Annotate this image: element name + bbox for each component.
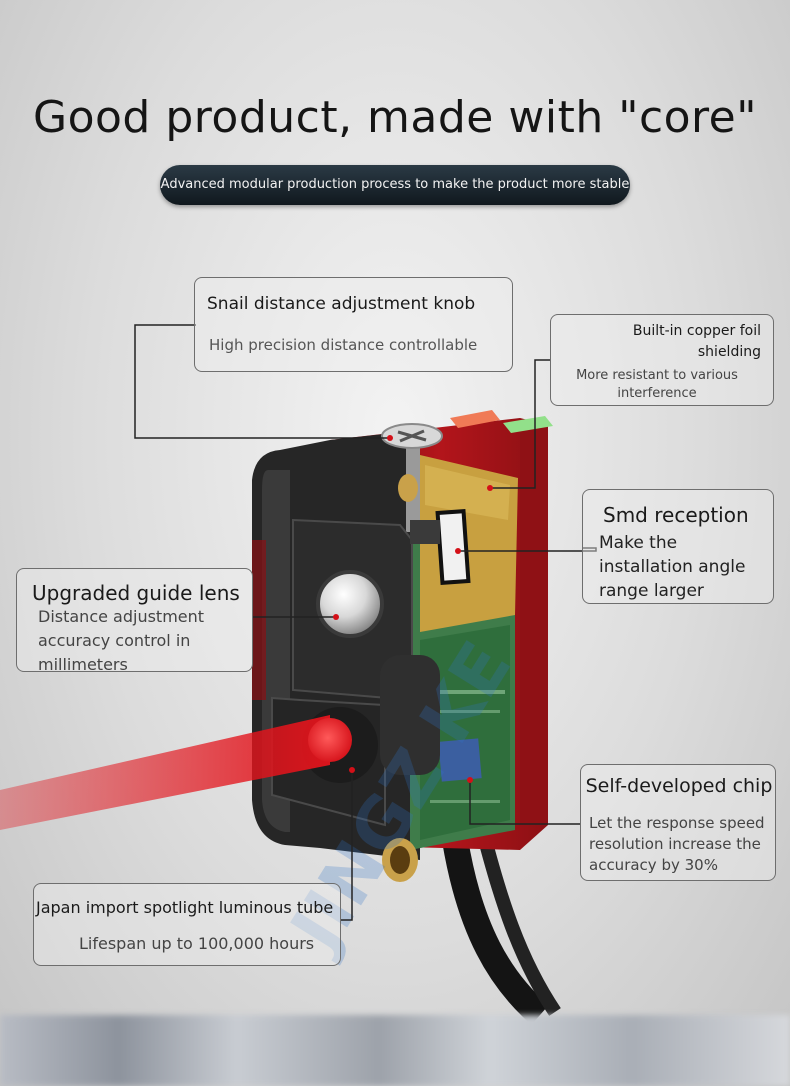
leader-lines — [134, 324, 597, 921]
callout-title: Upgraded guide lens — [32, 581, 240, 605]
callout-desc: More resistant to various interference — [576, 368, 738, 401]
callout-desc: High precision distance controllable — [209, 336, 478, 354]
headline: Good product, made with "core" — [33, 92, 757, 143]
blurred-footer-strip — [0, 1015, 790, 1086]
indicator-led-orange — [450, 410, 500, 428]
callout-guide-lens: Upgraded guide lens Distance adjustment … — [16, 568, 253, 674]
laser-beam — [0, 715, 330, 830]
brass-mounting-hole — [382, 838, 418, 882]
guide-lens — [318, 572, 382, 636]
callout-desc: Let the response speed resolution increa… — [589, 814, 765, 874]
indicator-led-green — [503, 416, 553, 433]
callout-smd-reception: Smd reception Make the installation angl… — [582, 489, 774, 604]
copper-foil-shield — [420, 455, 518, 632]
callout-title: Built-in copper foil shielding — [632, 323, 761, 360]
lens-bracket — [292, 518, 440, 702]
callout-title: Self-developed chip — [585, 775, 773, 797]
callout-title: Snail distance adjustment knob — [207, 294, 476, 314]
callout-title: Japan import spotlight luminous tube — [36, 898, 334, 917]
callout-luminous-tube: Japan import spotlight luminous tube Lif… — [33, 883, 341, 966]
callout-title: Smd reception — [603, 503, 749, 527]
luminous-tube-led — [308, 718, 352, 762]
subtitle-pill: Advanced modular production process to m… — [160, 165, 630, 205]
callout-copper-shield: Built-in copper foil shielding More resi… — [550, 314, 774, 406]
callout-chip: Self-developed chip Let the response spe… — [580, 764, 776, 881]
callout-desc: Distance adjustment accuracy control in … — [38, 607, 205, 674]
brass-insert-top — [398, 474, 418, 502]
callout-snail-knob: Snail distance adjustment knob High prec… — [194, 277, 513, 372]
callout-desc: Lifespan up to 100,000 hours — [79, 934, 315, 953]
leader-dots — [333, 435, 493, 783]
callout-desc: Make the installation angle range larger — [599, 533, 746, 601]
